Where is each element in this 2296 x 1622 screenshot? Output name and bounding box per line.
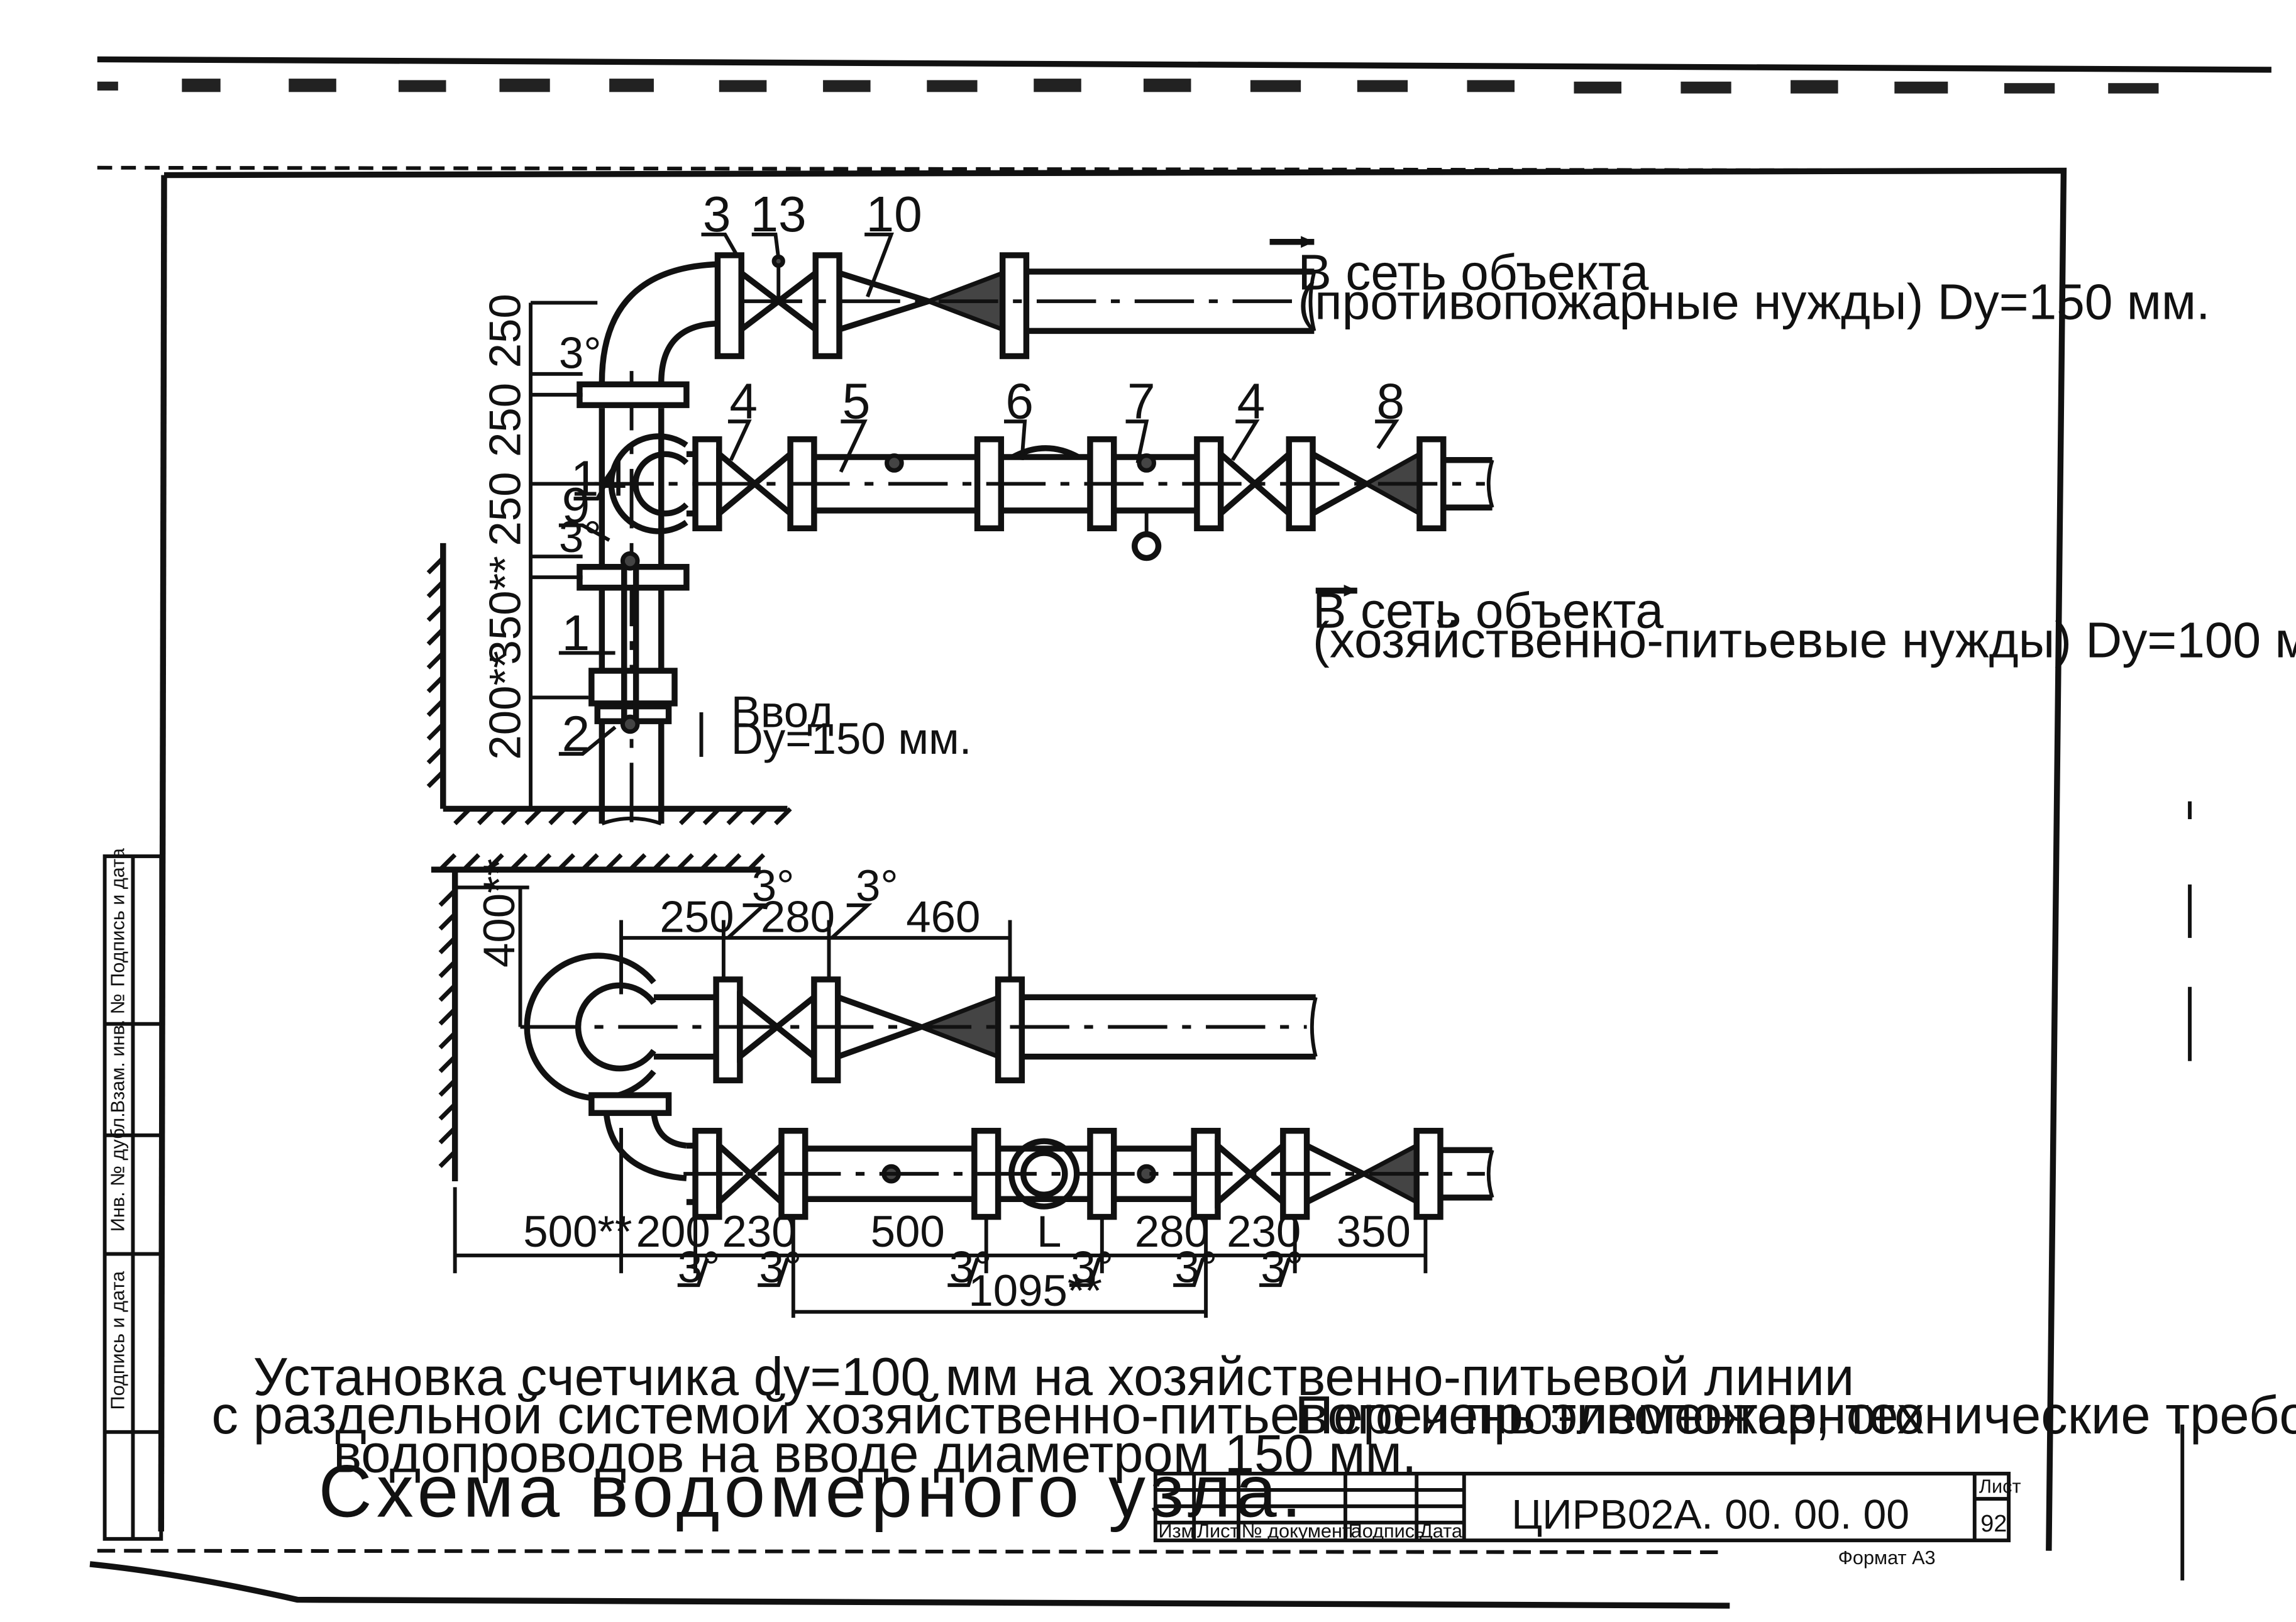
- side-stamp: Подпись и дата Взам. инв. № Инв. № дубл.…: [106, 847, 128, 1410]
- sheet-number: 92: [1980, 1511, 2007, 1537]
- slope-lower-4: 3°: [1071, 1242, 1113, 1292]
- callout-3: 3: [703, 186, 731, 243]
- dim-bottom-500b: 500: [871, 1207, 945, 1257]
- riser-pipe: [577, 261, 721, 831]
- callout-10: 10: [866, 186, 922, 243]
- callout-7: 7: [1127, 373, 1156, 430]
- callout-6: 6: [1005, 373, 1034, 430]
- dim-bottom-350: 350: [1337, 1207, 1411, 1257]
- dim-250-c: 250: [481, 472, 531, 546]
- inlet-line2: Dy=150 мм.: [731, 714, 972, 764]
- slope-lower-1: 3°: [678, 1242, 720, 1292]
- outlet-fire-line2: (противопожарные нужды) Dy=150 мм.: [1298, 274, 2210, 331]
- dim-bottom-200: 200: [636, 1207, 710, 1257]
- drawing-frame: [102, 167, 2067, 1551]
- dim-lower-280: 280: [761, 892, 835, 942]
- slope-marks: 3° 3° 3° 3° 3° 3° 3° 3° 3° 3°: [559, 328, 1303, 1292]
- callout-4a: 4: [729, 373, 758, 430]
- outlet-domestic-line1: В сеть объекта: [1313, 582, 1664, 639]
- dim-250-b: 250: [481, 383, 531, 457]
- dim-bottom-230a: 230: [722, 1207, 797, 1257]
- domestic-branch-upper: [594, 436, 1494, 597]
- fire-branch-upper: [714, 236, 1316, 360]
- callout-numbers: 3 13 10 4 5 6 7 4 8 14 9 1 2: [562, 186, 1405, 762]
- caption: Установка счетчика dy=100 мм на хозяйств…: [212, 1347, 2296, 1533]
- domestic-branch-lower: [588, 1092, 1494, 1220]
- drawing-code: ЦИРВ02А. 00. 00. 00: [1511, 1491, 1909, 1538]
- dim-bottom-230b: 230: [1227, 1207, 1301, 1257]
- callout-leaders-upper: [558, 233, 1399, 756]
- dim-250-a: 250: [481, 294, 531, 368]
- title-col-izm: Изм: [1159, 1520, 1195, 1542]
- slope-lower-top-2: 3°: [856, 861, 898, 911]
- dim-350: 350**: [481, 556, 531, 665]
- dim-bottom-1095: 1095**: [968, 1266, 1102, 1316]
- dim-200: 200**: [481, 651, 531, 759]
- title-col-date: Дата: [1420, 1520, 1463, 1542]
- title-col-list: Лист: [1197, 1520, 1239, 1542]
- caption-line2: с раздельной системой хозяйственно-питье…: [212, 1386, 1924, 1445]
- upper-view: [426, 233, 1494, 831]
- slope-lower-2: 3°: [759, 1242, 802, 1292]
- callout-13: 13: [750, 186, 806, 243]
- side-stamp-4: Подпись и дата: [106, 1271, 128, 1410]
- side-stamp-1: Подпись и дата: [106, 847, 128, 987]
- sheet-label: Лист: [1979, 1476, 2021, 1498]
- title-block: Изм Лист № документа Подпись Дата ЦИРВ02…: [1153, 1472, 2021, 1569]
- side-stamp-3: Инв. № дубл.: [106, 1112, 128, 1232]
- callout-9: 9: [562, 477, 590, 534]
- inlet-line1: Ввод: [731, 688, 834, 737]
- lower-dimension-labels: 250 280 460 400** 500** 200 230 500 L 28…: [475, 859, 1411, 1316]
- dim-lower-400: 400**: [475, 859, 524, 968]
- outlet-domestic-line2: (хозяйственно-питьевые нужды) Dy=100 мм.: [1313, 612, 2296, 669]
- outlet-fire-line1: В сеть объекта: [1298, 244, 1648, 301]
- scheme-title: Схема водомерного узла.: [318, 1450, 1306, 1533]
- callout-5: 5: [842, 373, 871, 430]
- fire-branch-lower: [520, 952, 1318, 1101]
- dim-bottom-500a: 500**: [523, 1207, 632, 1257]
- upper-dimension-labels: 250 250 250 350** 200**: [481, 294, 531, 759]
- title-col-sign: Подпись: [1349, 1520, 1425, 1542]
- reference-note: Перечень элементов, технические требован…: [1295, 1386, 2296, 1445]
- wall-hatching-upper: [426, 543, 792, 825]
- slope-lower-5: 3°: [1174, 1242, 1217, 1292]
- title-col-doc: № документа: [1242, 1520, 1362, 1542]
- slope-upper-2: 3°: [559, 512, 602, 562]
- wall-hatching-lower: [431, 853, 766, 1181]
- right-margin-marks: [2180, 801, 2192, 1581]
- dim-bottom-L: L: [1037, 1207, 1061, 1257]
- slope-lower-6: 3°: [1261, 1242, 1303, 1292]
- callout-1: 1: [562, 605, 590, 661]
- callout-8: 8: [1377, 373, 1405, 430]
- lower-dimensions: [453, 885, 1428, 1318]
- dim-bottom-280: 280: [1135, 1207, 1209, 1257]
- format-label: Формат А3: [1838, 1547, 1936, 1569]
- dim-lower-460: 460: [906, 892, 980, 942]
- callout-2: 2: [562, 705, 590, 762]
- callout-4b: 4: [1237, 373, 1266, 430]
- lower-view: [431, 853, 1494, 1318]
- slope-upper-1: 3°: [559, 328, 602, 378]
- dim-lower-250: 250: [660, 892, 734, 942]
- slope-lower-3: 3°: [949, 1242, 992, 1292]
- upper-dimensions: [529, 301, 704, 809]
- caption-line1: Установка счетчика dy=100 мм на хозяйств…: [253, 1347, 1855, 1407]
- side-stamp-2: Взам. инв. №: [106, 993, 128, 1113]
- callout-14: 14: [571, 450, 627, 507]
- outlet-labels: В сеть объекта (противопожарные нужды) D…: [731, 244, 2296, 764]
- slope-lower-top-1: 3°: [752, 861, 795, 911]
